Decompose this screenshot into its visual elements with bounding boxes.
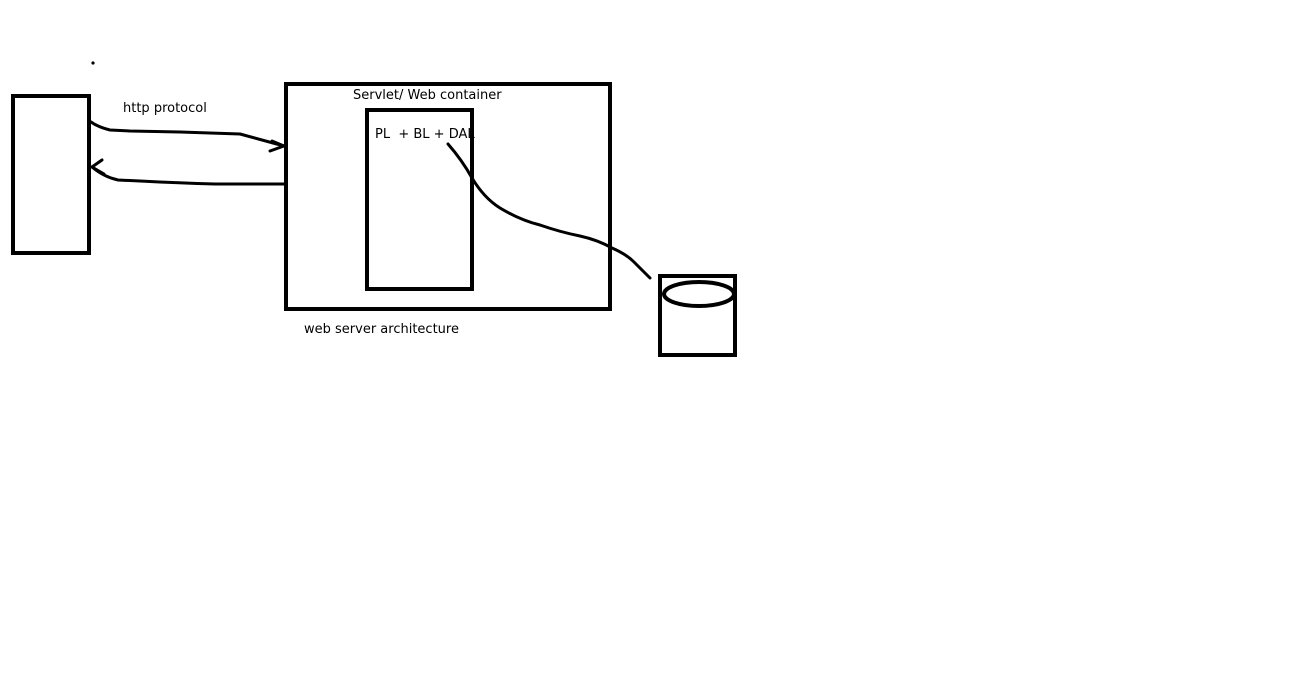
layers-box [365, 108, 474, 291]
layers-label: PL + BL + DAL [375, 127, 475, 142]
database-connector-line [446, 142, 652, 280]
response-arrowhead [90, 158, 106, 176]
client-box [11, 94, 91, 255]
web-container-box [284, 82, 612, 311]
database-box [658, 274, 737, 357]
request-arrow [89, 120, 286, 148]
database-cylinder-icon [662, 280, 736, 308]
architecture-caption: web server architecture [304, 322, 459, 337]
stray-dot [91, 61, 95, 65]
http-protocol-label: http protocol [123, 101, 207, 116]
web-container-label: Servlet/ Web container [353, 88, 502, 103]
